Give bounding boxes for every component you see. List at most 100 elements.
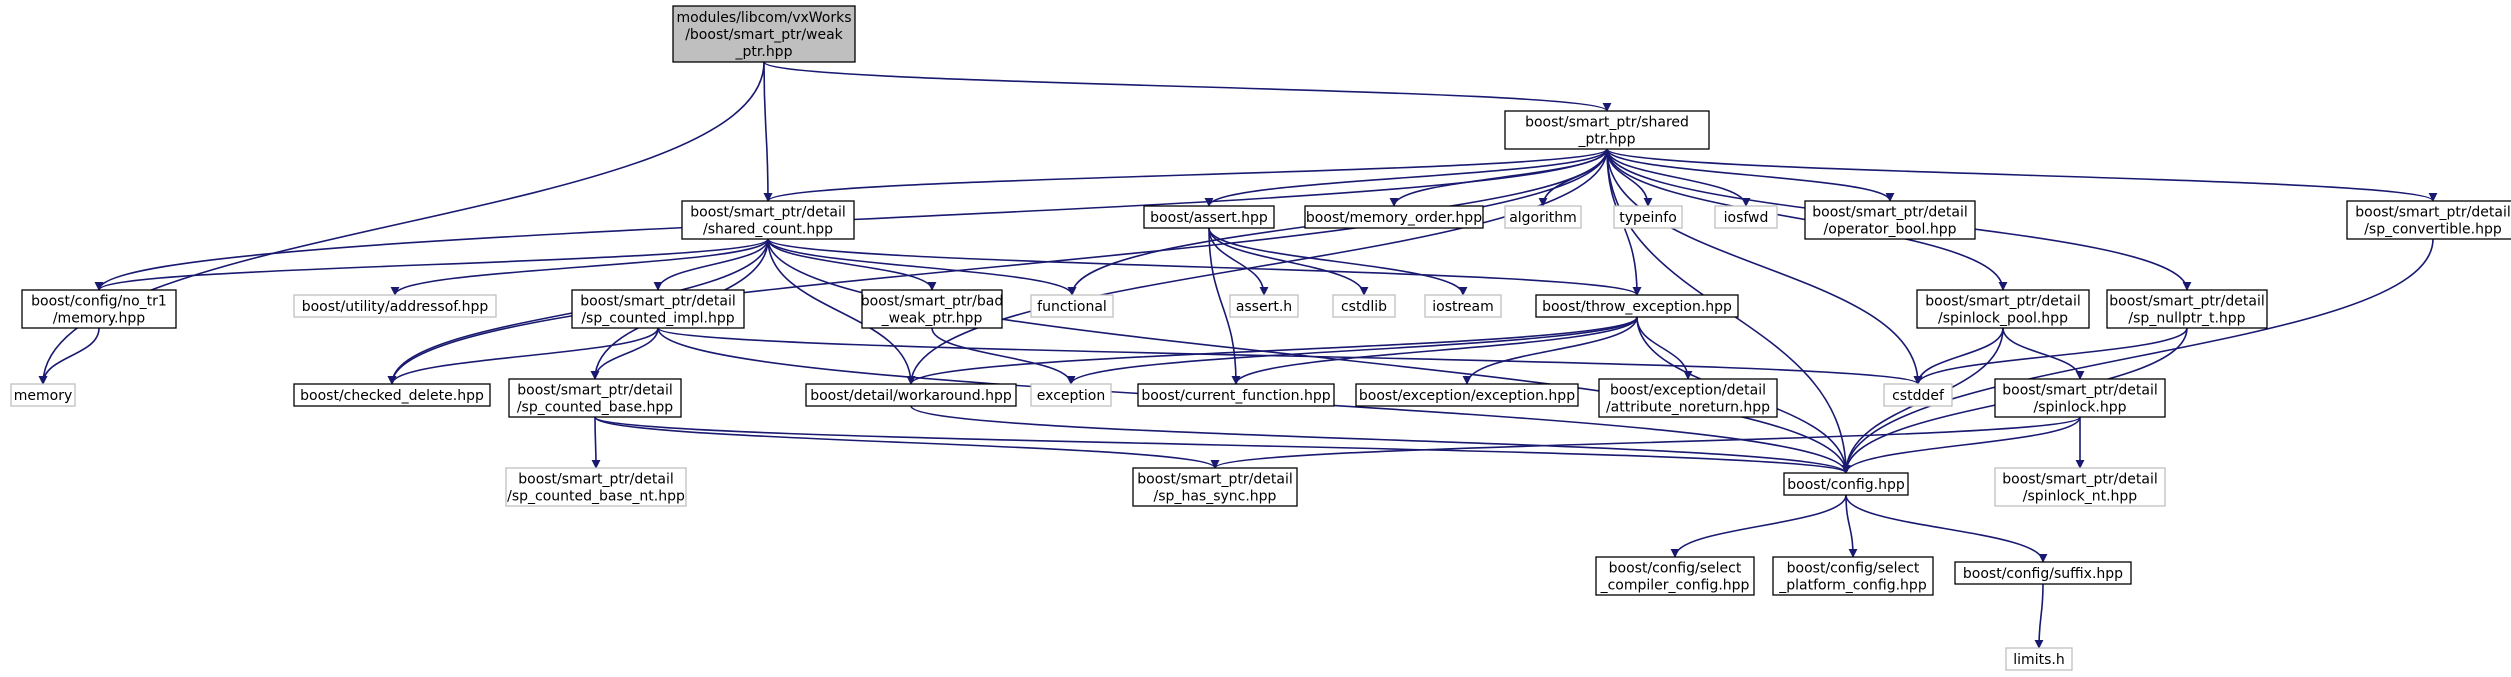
node-label-line: boost/config/select [1609, 561, 1742, 577]
edge-throw_exception-to-exception_hpp [1462, 316, 1638, 385]
edge-boost_assert-to-iostream [1208, 227, 1468, 296]
node-box [1804, 200, 1976, 240]
edge-weak_ptr-to-shared_ptr [763, 61, 1612, 112]
node-sp-convertible[interactable]: boost/smart_ptr/detail/sp_convertible.hp… [2346, 200, 2511, 240]
edge-sp_counted_impl-to-cstddef [657, 327, 1923, 385]
node-label-line: boost/smart_ptr/bad [861, 294, 1003, 310]
edge-sp_counted_impl-to-checked_delete [387, 327, 659, 385]
node-label-line: boost/config/suffix.hpp [1963, 566, 2123, 582]
node-memory-order[interactable]: boost/memory_order.hpp [1304, 205, 1484, 229]
node-box [1030, 383, 1112, 407]
node-box [1424, 294, 1502, 318]
edge-no_tr1_memory-to-memory [38, 327, 100, 385]
node-box [681, 200, 855, 240]
node-assert-h: assert.h [1229, 294, 1299, 318]
node-box [1772, 556, 1934, 596]
node-box [1916, 289, 2090, 329]
node-label-line: boost/smart_ptr/detail [1925, 294, 2080, 310]
node-box [805, 383, 1017, 407]
edge-shared_count-to-workaround [767, 238, 916, 385]
node-throw-exception[interactable]: boost/throw_exception.hpp [1535, 294, 1739, 318]
node-label-line: boost/smart_ptr/detail [517, 383, 672, 399]
node-sp-counted-base[interactable]: boost/smart_ptr/detail/sp_counted_base.h… [508, 378, 682, 418]
node-box [1883, 383, 1953, 407]
node-no-tr1-memory[interactable]: boost/config/no_tr1/memory.hpp [21, 289, 177, 329]
node-exception-hpp[interactable]: boost/exception/exception.hpp [1355, 383, 1579, 407]
edge-shared_ptr-to-memory_order [1389, 148, 1608, 207]
node-box [1229, 294, 1299, 318]
node-label-line: boost/smart_ptr/shared [1525, 115, 1689, 131]
node-box [10, 383, 76, 407]
edge-spinlock-to-sp_has_sync [1210, 416, 2081, 469]
node-weak-ptr: modules/libcom/vxWorks/boost/smart_ptr/w… [672, 5, 856, 63]
node-label-line: iostream [1432, 299, 1494, 315]
node-box [1994, 378, 2166, 418]
node-bad-weak-ptr[interactable]: boost/smart_ptr/bad_weak_ptr.hpp [861, 289, 1003, 329]
edge-sp_nullptr_t-to-cstddef [1913, 327, 2188, 385]
node-box [508, 378, 682, 418]
node-attribute-noreturn[interactable]: boost/exception/detail/attribute_noretur… [1598, 378, 1778, 418]
node-shared-count[interactable]: boost/smart_ptr/detail/shared_count.hpp [681, 200, 855, 240]
node-box [1613, 205, 1683, 229]
node-label-line: boost/smart_ptr/detail [1137, 472, 1292, 488]
node-label-line: _platform_config.hpp [1778, 578, 1927, 594]
edge-weak_ptr-to-shared_count [763, 61, 773, 202]
node-sp-nullptr-t[interactable]: boost/smart_ptr/detail/sp_nullptr_t.hpp [2106, 289, 2268, 329]
node-label-line: memory [14, 388, 73, 404]
node-label-line: functional [1037, 299, 1107, 315]
node-label-line: boost/smart_ptr/detail [2002, 383, 2157, 399]
node-exception: exception [1030, 383, 1112, 407]
node-label-line: boost/smart_ptr/detail [690, 205, 845, 221]
node-select-platform[interactable]: boost/config/select_platform_config.hpp [1772, 556, 1934, 596]
node-label-line: /spinlock_pool.hpp [1938, 311, 2068, 327]
node-label-line: /spinlock_nt.hpp [2023, 489, 2137, 505]
node-label-line: boost/config/no_tr1 [31, 294, 167, 310]
node-shared-ptr[interactable]: boost/smart_ptr/shared_ptr.hpp [1504, 110, 1710, 150]
node-label-line: algorithm [1509, 210, 1577, 226]
edge-shared_ptr-to-shared_count [763, 148, 1608, 202]
node-box [2106, 289, 2268, 329]
node-sp-has-sync[interactable]: boost/smart_ptr/detail/sp_has_sync.hpp [1132, 467, 1298, 507]
edge-workaround-to-config [910, 405, 1851, 474]
node-box [1030, 294, 1114, 318]
node-spinlock[interactable]: boost/smart_ptr/detail/spinlock.hpp [1994, 378, 2166, 418]
node-boost-assert[interactable]: boost/assert.hpp [1143, 205, 1275, 229]
node-cstddef: cstddef [1883, 383, 1953, 407]
node-box [1954, 561, 2132, 585]
node-box [672, 5, 856, 63]
node-box [1535, 294, 1739, 318]
node-label-line: _ptr.hpp [1578, 132, 1636, 148]
node-limits-h: limits.h [2005, 647, 2073, 671]
node-box [1783, 472, 1909, 496]
node-spinlock-pool[interactable]: boost/smart_ptr/detail/spinlock_pool.hpp [1916, 289, 2090, 329]
node-box [1504, 110, 1710, 150]
node-label-line: boost/smart_ptr/detail [2355, 205, 2510, 221]
node-select-compiler[interactable]: boost/config/select_compiler_config.hpp [1595, 556, 1755, 596]
edge-throw_exception-to-current_function [1231, 316, 1638, 385]
node-box [1504, 205, 1582, 229]
node-operator-bool[interactable]: boost/smart_ptr/detail/operator_bool.hpp [1804, 200, 1976, 240]
node-label-line: boost/current_function.hpp [1141, 388, 1330, 404]
node-box [1143, 205, 1275, 229]
node-typeinfo: typeinfo [1613, 205, 1683, 229]
node-checked-delete[interactable]: boost/checked_delete.hpp [293, 383, 491, 407]
node-current-function[interactable]: boost/current_function.hpp [1137, 383, 1335, 407]
node-label-line: /attribute_noreturn.hpp [1606, 400, 1770, 416]
edge-bad_weak_ptr-to-exception [931, 327, 1076, 385]
node-label-line: /operator_bool.hpp [1824, 222, 1957, 238]
edge-boost_assert-to-cstdlib [1208, 227, 1369, 296]
node-label-line: /shared_count.hpp [703, 222, 833, 238]
edge-sp_counted_base-to-sp_has_sync [594, 416, 1220, 469]
node-label-line: /spinlock.hpp [2033, 400, 2126, 416]
node-workaround[interactable]: boost/detail/workaround.hpp [805, 383, 1017, 407]
node-config[interactable]: boost/config.hpp [1783, 472, 1909, 496]
edge-config-to-select_compiler [1670, 494, 1847, 558]
node-box [2005, 647, 2073, 671]
edge-shared_ptr-to-workaround [906, 148, 1608, 385]
node-sp-counted-impl[interactable]: boost/smart_ptr/detail/sp_counted_impl.h… [571, 289, 745, 329]
edge-shared_count-to-bad_weak_ptr [767, 238, 937, 291]
node-suffix[interactable]: boost/config/suffix.hpp [1954, 561, 2132, 585]
node-memory: memory [10, 383, 76, 407]
node-label-line: boost/smart_ptr/detail [2002, 472, 2157, 488]
